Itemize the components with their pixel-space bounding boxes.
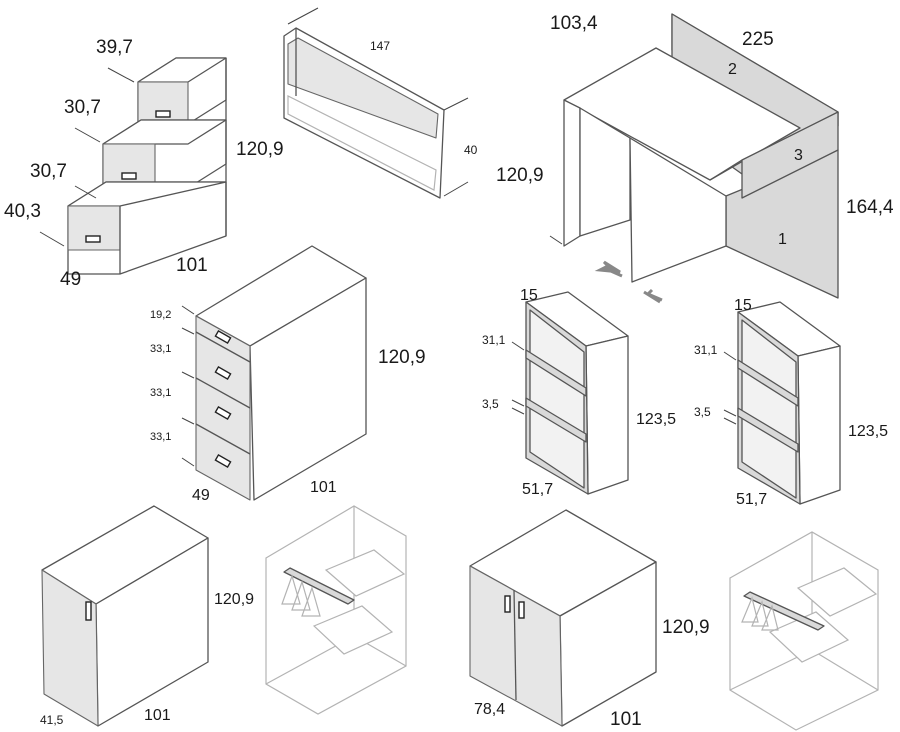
desk-panel-3 [741, 111, 839, 199]
desk-panel-2-label: 2 [728, 61, 737, 78]
chest-height-label: 120,9 [378, 347, 426, 368]
drawer-chest-drawing [181, 245, 367, 501]
bookcase-a-top-label: 15 [520, 287, 538, 304]
wardrobe-interior-ghost-2 [729, 531, 879, 731]
bookcase-b-shelf-2 [737, 407, 799, 453]
wardrobe-interior-ghost-1 [265, 505, 407, 715]
stairs-step-4-label: 40,3 [4, 201, 41, 222]
drawer-divider-2 [195, 377, 251, 409]
ghost1-shelf-mid [312, 605, 394, 655]
chest-front [195, 315, 251, 501]
shelf-panel-width-label: 147 [370, 39, 391, 53]
desk-width-label: 225 [742, 29, 774, 50]
wardrobe-double-width-label: 101 [610, 709, 642, 730]
wardrobe-single-height-label: 120,9 [214, 591, 255, 608]
wardrobe-double-depth-label: 78,4 [474, 701, 506, 718]
desk-depth-label: 103,4 [550, 13, 598, 34]
stairs-bottom-drawer-front [67, 205, 121, 251]
desk-panel-3-label: 3 [794, 147, 803, 164]
shelf-panel-drawing [283, 7, 469, 199]
bookcase-a-side [585, 335, 629, 495]
stairs-step-1-label: 39,7 [96, 37, 133, 58]
shelf-panel-lower-rail [287, 95, 437, 191]
clothes-hanger-icon-2 [741, 596, 779, 631]
wardrobe-double-doors [469, 565, 563, 727]
bookcase-a-gap-label: 31,1 [482, 333, 506, 347]
hanging-rail-icon-2 [743, 591, 825, 631]
chest-drawer-handle-2 [214, 365, 232, 381]
desk-center-leg [629, 137, 727, 283]
wardrobe-double-height-label: 120,9 [662, 617, 710, 638]
bookcase-b-side [797, 345, 841, 505]
stairs-depth-label: 49 [60, 269, 82, 290]
chest-drawer-handle-3 [214, 405, 232, 421]
bookcase-b-gap-label: 31,1 [694, 343, 718, 357]
stairs-unit-drawing [39, 57, 227, 275]
chest-drawer-1-label: 19,2 [150, 309, 172, 321]
stairs-height-label: 120,9 [236, 139, 284, 160]
chest-drawer-2-label: 33,1 [150, 343, 172, 355]
bookcase-a-drawing [511, 291, 629, 495]
stairs-drawer-handle-1 [155, 110, 171, 118]
move-arrow-right-icon [643, 288, 663, 304]
desk-height-left-label: 120,9 [496, 165, 544, 186]
wardrobe-double-handle-right [518, 601, 525, 619]
desk-left-leg-side [579, 107, 631, 237]
bookcase-b-thickness-label: 3,5 [694, 405, 711, 419]
wardrobe-double-door-split [513, 589, 517, 701]
stairs-width-label: 101 [176, 255, 208, 276]
chest-drawer-4-label: 33,1 [150, 431, 172, 443]
bookcase-a-shelf-1 [525, 349, 587, 397]
bookcase-a-shelf-2 [525, 397, 587, 443]
bookcase-b-shelf-1 [737, 359, 799, 407]
bookcase-b-top-label: 15 [734, 297, 752, 314]
desk-panel-1-label: 1 [778, 231, 787, 248]
desk-top [563, 47, 801, 181]
chest-side [249, 277, 367, 501]
desk-left-leg-front [563, 99, 581, 247]
bookcase-a-height-label: 123,5 [636, 411, 677, 428]
ghost1-shelf-top [324, 549, 406, 597]
wardrobe-single-door [41, 569, 99, 727]
chest-drawer-handle-1 [214, 329, 232, 345]
wardrobe-single-depth-label: 41,5 [40, 713, 64, 727]
wardrobe-single-drawing [41, 505, 209, 727]
stairs-step-3-label: 30,7 [30, 161, 67, 182]
move-arrow-left-icon [594, 260, 623, 278]
wardrobe-single-handle [85, 601, 92, 621]
desk-height-right-label: 164,4 [846, 197, 894, 218]
ghost2-shelf-top [796, 567, 878, 617]
wardrobe-single-width-label: 101 [144, 707, 171, 724]
chest-width-label: 101 [310, 479, 337, 496]
shelf-panel-height-label: 40 [464, 143, 478, 157]
wardrobe-double-drawing [469, 509, 657, 727]
desk-drawing [549, 13, 839, 304]
stairs-drawer-handle-3 [85, 235, 101, 243]
hanging-rail-icon [283, 567, 355, 605]
bookcase-a-thickness-label: 3,5 [482, 397, 499, 411]
clothes-hanger-icon [281, 574, 321, 617]
stairs-step-2-label: 30,7 [64, 97, 101, 118]
wardrobe-double-handle-left [504, 595, 511, 613]
chest-depth-label: 49 [192, 487, 210, 504]
stairs-drawer-handle-2 [121, 172, 137, 180]
bookcase-b-drawing [723, 301, 841, 505]
bookcase-b-width-label: 51,7 [736, 491, 768, 508]
drawer-divider-3 [195, 423, 251, 455]
chest-drawer-handle-4 [214, 453, 232, 469]
chest-drawer-3-label: 33,1 [150, 387, 172, 399]
bookcase-b-height-label: 123,5 [848, 423, 889, 440]
stairs-tick-1 [107, 67, 135, 83]
bookcase-a-width-label: 51,7 [522, 481, 554, 498]
drawer-divider-1 [195, 331, 251, 363]
